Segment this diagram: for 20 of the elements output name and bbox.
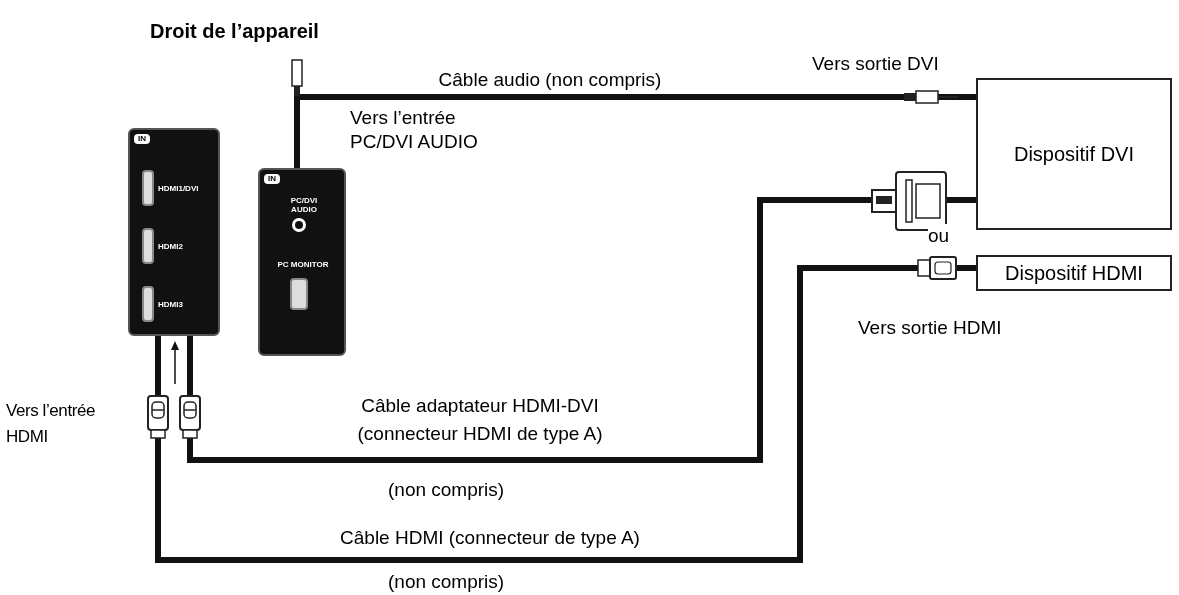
- panel-tag: IN: [134, 134, 150, 144]
- connector-panel: [258, 168, 346, 356]
- port-label: HDMI1/DVI: [158, 184, 199, 193]
- panel-tag: IN: [264, 174, 280, 184]
- device-box: [976, 78, 1172, 230]
- connection-note: Vers sortie HDMI: [858, 316, 1003, 340]
- cable: [187, 197, 976, 463]
- port-label: PC/DVI AUDIO: [289, 196, 319, 214]
- port-label: PC MONITOR: [276, 260, 330, 269]
- title: Droit de l’appareil: [150, 19, 319, 44]
- port-label: HDMI3: [158, 300, 183, 309]
- port-label: HDMI2: [158, 242, 183, 251]
- connection-note: Vers sortie DVI: [812, 52, 940, 76]
- device-label: Dispositif DVI: [1014, 142, 1134, 167]
- connection-note: Vers l’entrée PC/DVI AUDIO: [350, 106, 479, 154]
- cable: [294, 94, 976, 168]
- device-box: [976, 255, 1172, 291]
- connector-panel: [128, 128, 220, 336]
- cable: [155, 265, 976, 563]
- device-label: Dispositif HDMI: [1005, 261, 1143, 286]
